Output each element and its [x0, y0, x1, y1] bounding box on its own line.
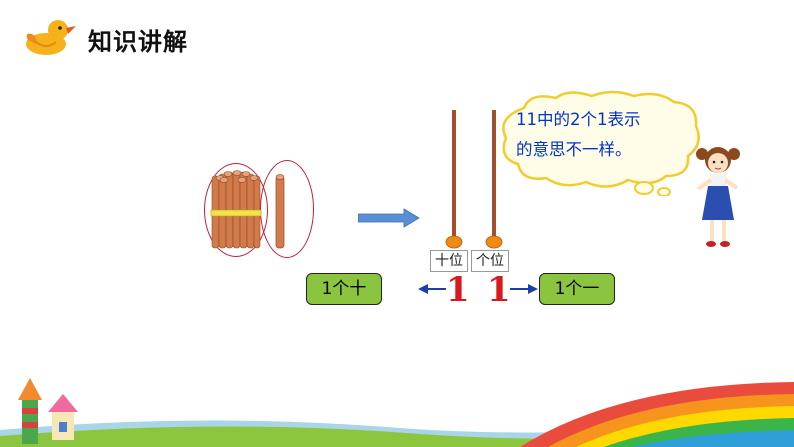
ones-value-box: 1个一 [539, 273, 615, 305]
right-arrow-icon [358, 208, 420, 228]
ones-place-label: 个位 [471, 250, 509, 272]
thought-bubble [502, 90, 700, 196]
bottom-landscape-decoration [0, 378, 794, 447]
abacus-icon [445, 110, 503, 249]
single-stick-icon [275, 174, 285, 249]
left-arrow-icon [418, 284, 446, 294]
bubble-text-line-1: 11中的2个1表示 [516, 110, 641, 129]
bubble-text-line-2: 的意思不一样。 [516, 140, 632, 159]
stick-bundle-icon [210, 170, 262, 249]
tens-place-label: 十位 [430, 250, 468, 272]
girl-character-icon [696, 147, 740, 247]
duck-logo-icon [26, 20, 76, 55]
page-title: 知识讲解 [88, 28, 188, 56]
tens-digit: 1 [446, 270, 470, 310]
single-stick-highlight-oval [260, 160, 314, 258]
ones-digit: 1 [487, 270, 511, 310]
tens-value-box: 1个十 [306, 273, 382, 305]
right-small-arrow-icon [510, 284, 538, 294]
